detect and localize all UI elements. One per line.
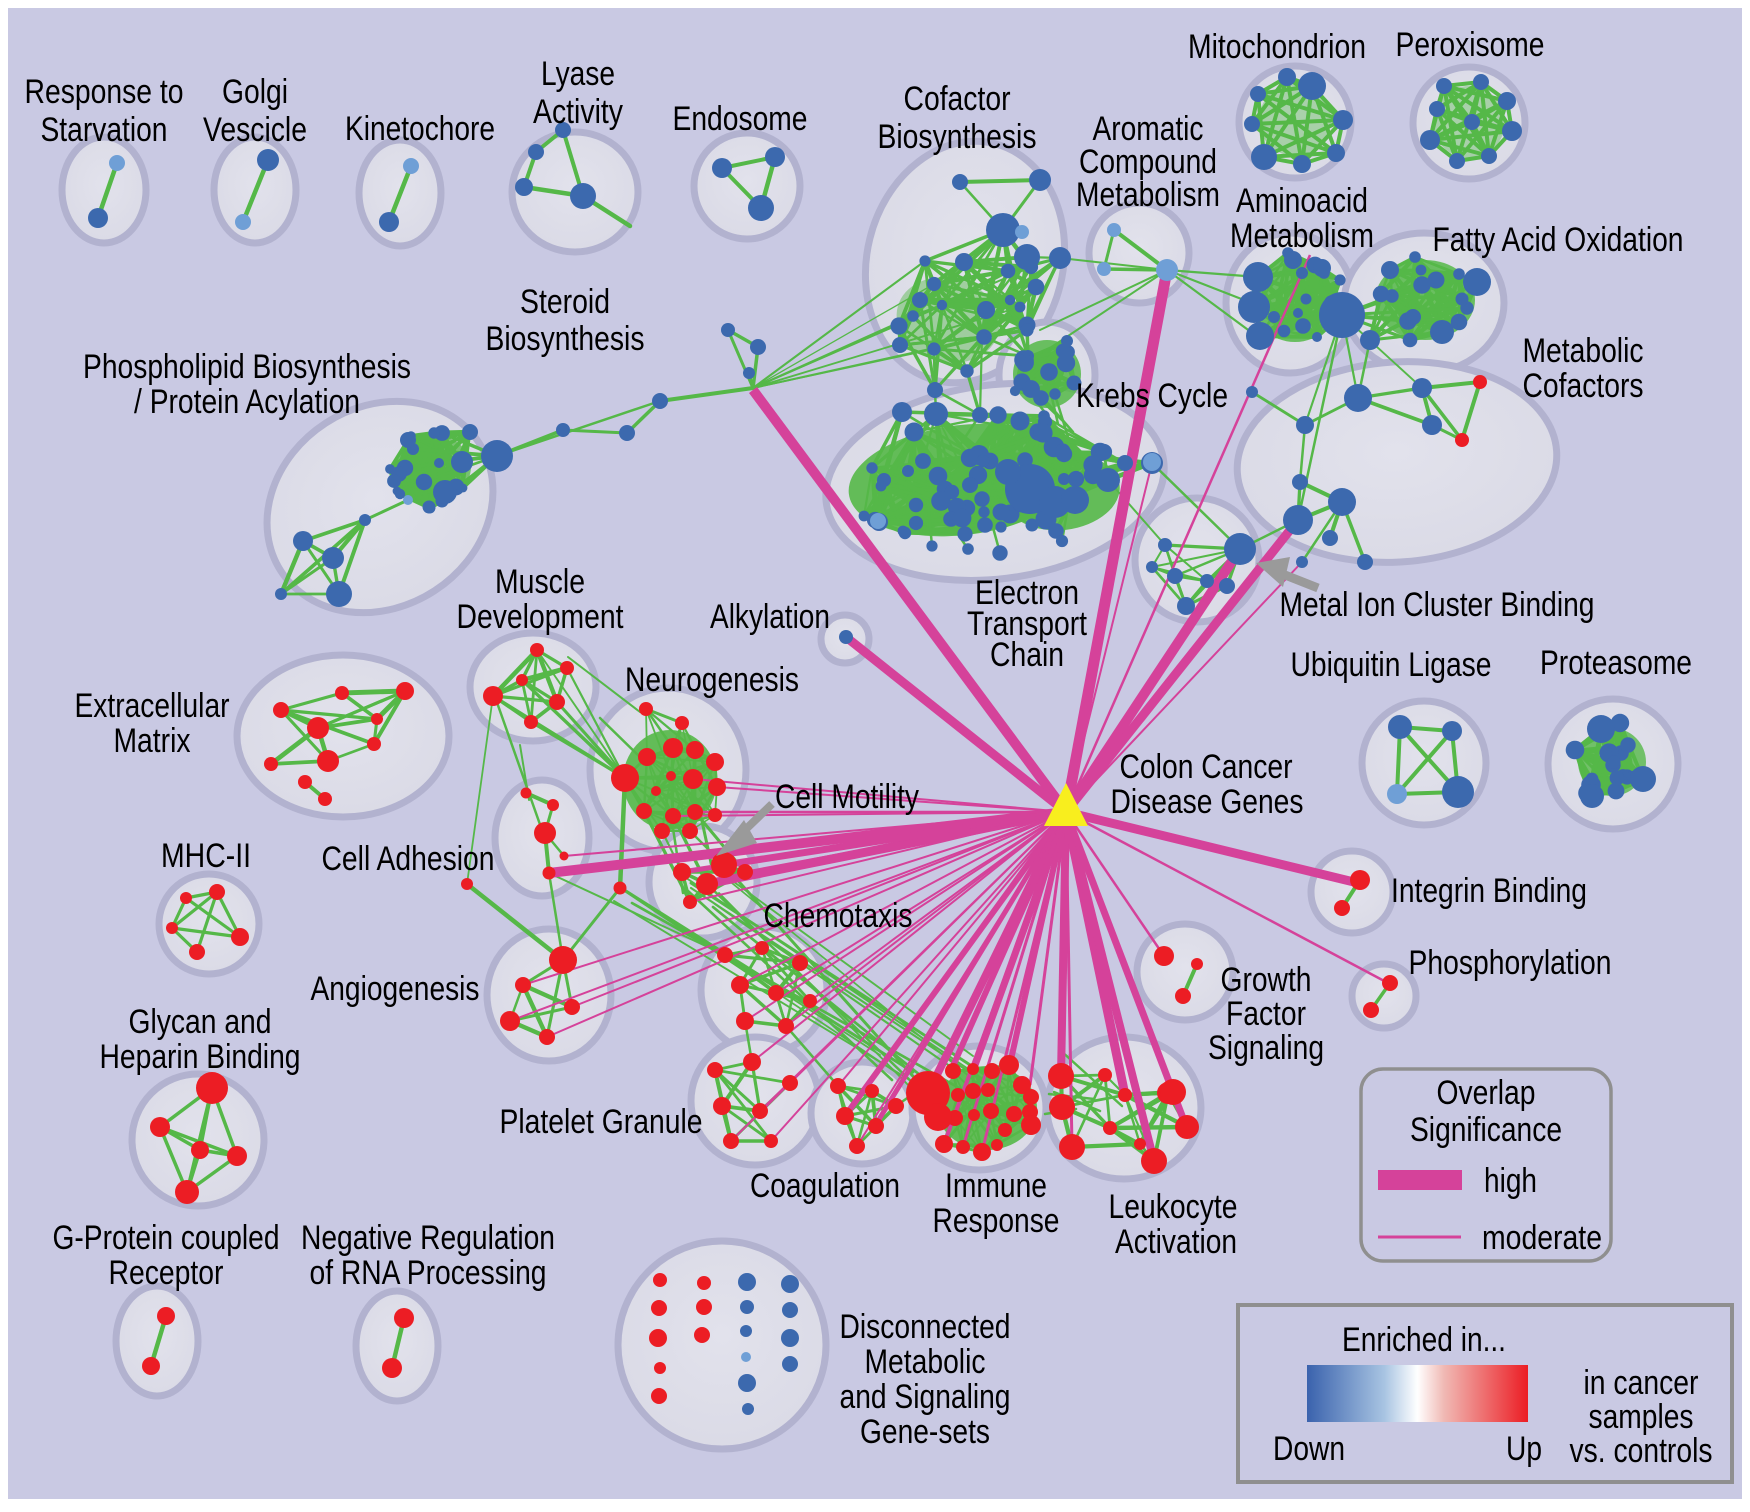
svg-text:Extracellular: Extracellular <box>75 687 230 725</box>
svg-text:Mitochondrion: Mitochondrion <box>1188 28 1366 66</box>
svg-text:Chemotaxis: Chemotaxis <box>764 897 913 935</box>
svg-text:/ Protein Acylation: / Protein Acylation <box>134 383 360 421</box>
svg-text:Angiogenesis: Angiogenesis <box>311 970 480 1008</box>
svg-text:Phospholipid Biosynthesis: Phospholipid Biosynthesis <box>83 348 411 386</box>
svg-text:Biosynthesis: Biosynthesis <box>878 118 1037 156</box>
svg-text:Signaling: Signaling <box>1208 1029 1324 1067</box>
svg-text:Chain: Chain <box>990 636 1064 674</box>
svg-text:Alkylation: Alkylation <box>710 598 830 636</box>
svg-text:Metabolic: Metabolic <box>1523 332 1644 370</box>
svg-text:Metabolism: Metabolism <box>1230 217 1374 255</box>
svg-text:Starvation: Starvation <box>41 111 168 149</box>
svg-text:Up: Up <box>1506 1430 1542 1468</box>
svg-text:Cofactor: Cofactor <box>904 80 1011 118</box>
svg-text:Colon Cancer: Colon Cancer <box>1120 748 1293 786</box>
svg-text:Compound: Compound <box>1079 143 1217 181</box>
svg-text:Response: Response <box>933 1202 1060 1240</box>
svg-text:Response to: Response to <box>25 73 184 111</box>
svg-text:Leukocyte: Leukocyte <box>1109 1188 1238 1226</box>
svg-text:Overlap: Overlap <box>1437 1074 1536 1112</box>
svg-text:Proteasome: Proteasome <box>1540 644 1692 682</box>
svg-text:Receptor: Receptor <box>109 1254 224 1292</box>
svg-text:Activity: Activity <box>533 93 623 131</box>
svg-text:Golgi: Golgi <box>222 73 288 111</box>
svg-text:Neurogenesis: Neurogenesis <box>625 661 799 699</box>
svg-text:Transport: Transport <box>967 605 1087 643</box>
svg-text:Significance: Significance <box>1410 1111 1562 1149</box>
svg-text:Metabolic: Metabolic <box>865 1343 986 1381</box>
svg-text:Disconnected: Disconnected <box>840 1308 1011 1346</box>
svg-text:Phosphorylation: Phosphorylation <box>1409 944 1612 982</box>
svg-text:Muscle: Muscle <box>495 563 585 601</box>
svg-text:Development: Development <box>457 598 624 636</box>
svg-text:Ubiquitin Ligase: Ubiquitin Ligase <box>1291 646 1492 684</box>
svg-text:Metal Ion Cluster Binding: Metal Ion Cluster Binding <box>1280 586 1595 624</box>
svg-text:and Signaling: and Signaling <box>840 1378 1011 1416</box>
svg-text:G-Protein coupled: G-Protein coupled <box>53 1219 280 1257</box>
svg-text:Immune: Immune <box>945 1167 1047 1205</box>
svg-text:Gene-sets: Gene-sets <box>860 1413 990 1451</box>
svg-text:vs. controls: vs. controls <box>1570 1432 1713 1470</box>
svg-text:high: high <box>1484 1162 1537 1200</box>
svg-text:Kinetochore: Kinetochore <box>345 110 495 148</box>
svg-text:Endosome: Endosome <box>673 100 808 138</box>
svg-text:Coagulation: Coagulation <box>750 1167 900 1205</box>
svg-text:Heparin Binding: Heparin Binding <box>100 1038 301 1076</box>
svg-text:Peroxisome: Peroxisome <box>1396 26 1545 64</box>
svg-text:Activation: Activation <box>1115 1223 1237 1261</box>
svg-text:Factor: Factor <box>1226 995 1306 1033</box>
svg-text:Platelet Granule: Platelet Granule <box>500 1103 703 1141</box>
svg-text:Fatty Acid Oxidation: Fatty Acid Oxidation <box>1433 221 1684 259</box>
svg-text:Cell Motility: Cell Motility <box>775 778 919 816</box>
svg-text:Lyase: Lyase <box>541 55 615 93</box>
svg-text:samples: samples <box>1589 1398 1694 1436</box>
svg-text:Aromatic: Aromatic <box>1093 110 1204 148</box>
svg-text:of RNA Processing: of RNA Processing <box>310 1254 547 1292</box>
svg-text:Matrix: Matrix <box>114 722 191 760</box>
svg-text:Metabolism: Metabolism <box>1076 176 1220 214</box>
svg-text:Down: Down <box>1273 1430 1345 1468</box>
svg-text:Cofactors: Cofactors <box>1523 367 1644 405</box>
svg-text:Negative Regulation: Negative Regulation <box>301 1219 555 1257</box>
svg-text:Electron: Electron <box>975 574 1079 612</box>
svg-text:Enriched in...: Enriched in... <box>1342 1321 1506 1359</box>
svg-text:in cancer: in cancer <box>1584 1364 1699 1402</box>
svg-text:Vescicle: Vescicle <box>203 111 307 149</box>
svg-text:Aminoacid: Aminoacid <box>1236 182 1368 220</box>
svg-text:moderate: moderate <box>1482 1219 1602 1257</box>
svg-text:Krebs Cycle: Krebs Cycle <box>1076 377 1228 415</box>
svg-text:Biosynthesis: Biosynthesis <box>486 320 645 358</box>
svg-text:MHC-II: MHC-II <box>161 837 251 875</box>
svg-text:Cell Adhesion: Cell Adhesion <box>322 840 495 878</box>
svg-text:Growth: Growth <box>1221 961 1312 999</box>
svg-text:Disease Genes: Disease Genes <box>1111 783 1304 821</box>
svg-text:Steroid: Steroid <box>520 283 610 321</box>
svg-text:Integrin Binding: Integrin Binding <box>1391 872 1587 910</box>
svg-text:Glycan and: Glycan and <box>129 1003 272 1041</box>
